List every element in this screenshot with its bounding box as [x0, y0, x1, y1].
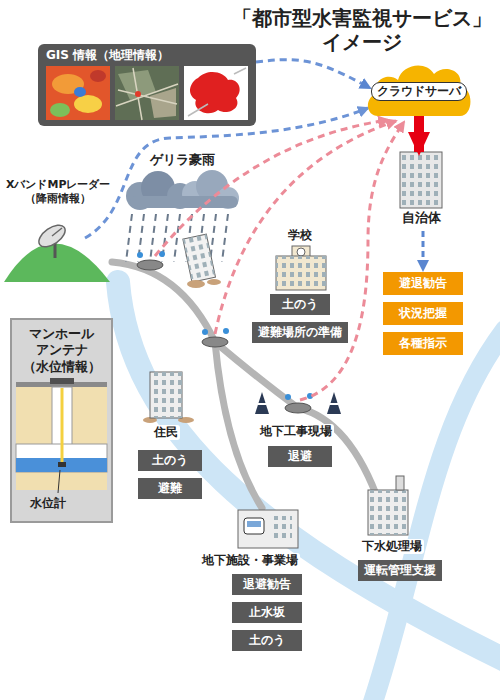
rain-cloud: [130, 196, 238, 208]
rain: [126, 214, 228, 262]
traffic-cone: [255, 392, 269, 414]
sewer-pipe: [215, 342, 262, 508]
school-building: [297, 248, 305, 256]
site-label: 下水処理場: [360, 539, 424, 554]
node-text: 退避: [274, 449, 326, 464]
river: [118, 282, 500, 700]
node-text: 土のう: [276, 297, 324, 312]
manhole-antenna-panel-art: [16, 378, 107, 493]
node-text: クラウドサーバ: [371, 82, 467, 101]
measure-box: 土のう: [270, 294, 330, 315]
cloud-server: クラウドサーバ: [364, 58, 474, 120]
rubble: [207, 279, 221, 285]
node-text: 土のう: [144, 453, 196, 468]
measure-box: 土のう: [138, 450, 202, 471]
municipality-building: [402, 154, 440, 206]
damaged-building: [183, 234, 216, 282]
action-box: 避退勧告: [383, 272, 463, 295]
underground-facility: [270, 516, 292, 542]
site-label: 住民: [152, 425, 180, 440]
rubble: [187, 280, 205, 288]
measure-box: 止水坂: [232, 602, 302, 623]
manhole-antenna-panel: マンホール アンテナ （水位情報）: [10, 318, 113, 523]
radar-site: [35, 221, 69, 251]
water-level-data-link: [300, 122, 404, 400]
radar-site: [52, 228, 62, 236]
gis-panel-art: [46, 66, 248, 120]
water-splash: [202, 329, 208, 335]
instruction-arrow: [422, 231, 425, 270]
node-text: 止水坂: [238, 605, 296, 620]
node-text: 運転管理支援: [364, 563, 436, 578]
radar-site: [4, 244, 110, 283]
node-text: 自治体: [393, 210, 449, 226]
measure-box: 退避: [268, 446, 332, 467]
node-text: 各種指示: [383, 336, 463, 351]
treatment-plant: [368, 490, 408, 535]
node-text: 状況把握: [383, 306, 463, 321]
underground-facility: [238, 510, 298, 548]
action-box: 状況把握: [383, 302, 463, 325]
school-building: [276, 256, 326, 290]
municipality-node: 自治体: [393, 150, 449, 228]
measure-box: 避難場所の準備: [252, 322, 348, 343]
gis-panel: GIS 情報（地理情報）: [38, 44, 256, 126]
manhole: [202, 337, 228, 347]
traffic-cone: [330, 403, 338, 405]
action-box: 各種指示: [383, 332, 463, 355]
node-text: 避難場所の準備: [258, 325, 342, 340]
rain-cloud: [126, 170, 239, 210]
site-label: 地下施設・事業場: [200, 553, 300, 568]
water-splash: [223, 328, 229, 334]
sewer-pipe: [112, 262, 380, 505]
node-text: 避難: [144, 481, 196, 496]
treatment-plant: [396, 476, 404, 490]
data-flow-arrow: [256, 60, 370, 88]
school-building: [276, 256, 326, 290]
damaged-building: [183, 234, 216, 282]
sensor-label: 水位計: [28, 496, 68, 511]
traffic-cone: [327, 392, 341, 414]
water-splash: [285, 394, 291, 400]
rainfall-data-link: [85, 108, 368, 238]
damaged-building: [183, 234, 216, 282]
residence-building: [150, 372, 182, 418]
underground-facility: [238, 510, 298, 548]
residence-building: [150, 372, 182, 418]
underground-facility: [244, 518, 264, 534]
measure-box: 退避勧告: [232, 574, 302, 595]
water-splash: [137, 252, 143, 258]
treatment-plant: [368, 490, 408, 535]
measure-box: 運転管理支援: [358, 560, 442, 581]
traffic-cone: [255, 392, 341, 414]
node-text: 土のう: [238, 633, 296, 648]
diagram-title: 「都市型水害監視サービス」 イメージ: [232, 6, 492, 54]
municipality-building: [400, 152, 442, 208]
cloud-shape: [368, 65, 471, 116]
manhole: [285, 403, 311, 413]
node-text: 避退勧告: [383, 276, 463, 291]
treatment-plant: [368, 476, 408, 535]
node-text: 退避勧告: [238, 577, 296, 592]
rubble: [143, 279, 221, 423]
measure-box: 土のう: [232, 630, 302, 651]
measure-box: 避難: [138, 478, 202, 499]
traffic-cone: [258, 403, 266, 405]
site-label: 地下工事現場: [258, 424, 334, 439]
weather-label: ゲリラ豪雨: [148, 152, 217, 168]
site-label: 学校: [286, 228, 314, 243]
node-text: マンホール アンテナ （水位情報）: [16, 326, 107, 375]
node-text: GIS 情報（地理情報）: [46, 48, 248, 63]
radar-label: XバンドMPレーダー （降雨情報）: [4, 178, 113, 206]
school-building: [276, 246, 326, 290]
underground-facility: [247, 521, 261, 527]
sewer-pipe: [112, 262, 380, 508]
manhole: [137, 260, 163, 270]
report-arrow: [414, 116, 424, 152]
municipality-building: [400, 152, 442, 208]
residence-building: [150, 372, 182, 418]
